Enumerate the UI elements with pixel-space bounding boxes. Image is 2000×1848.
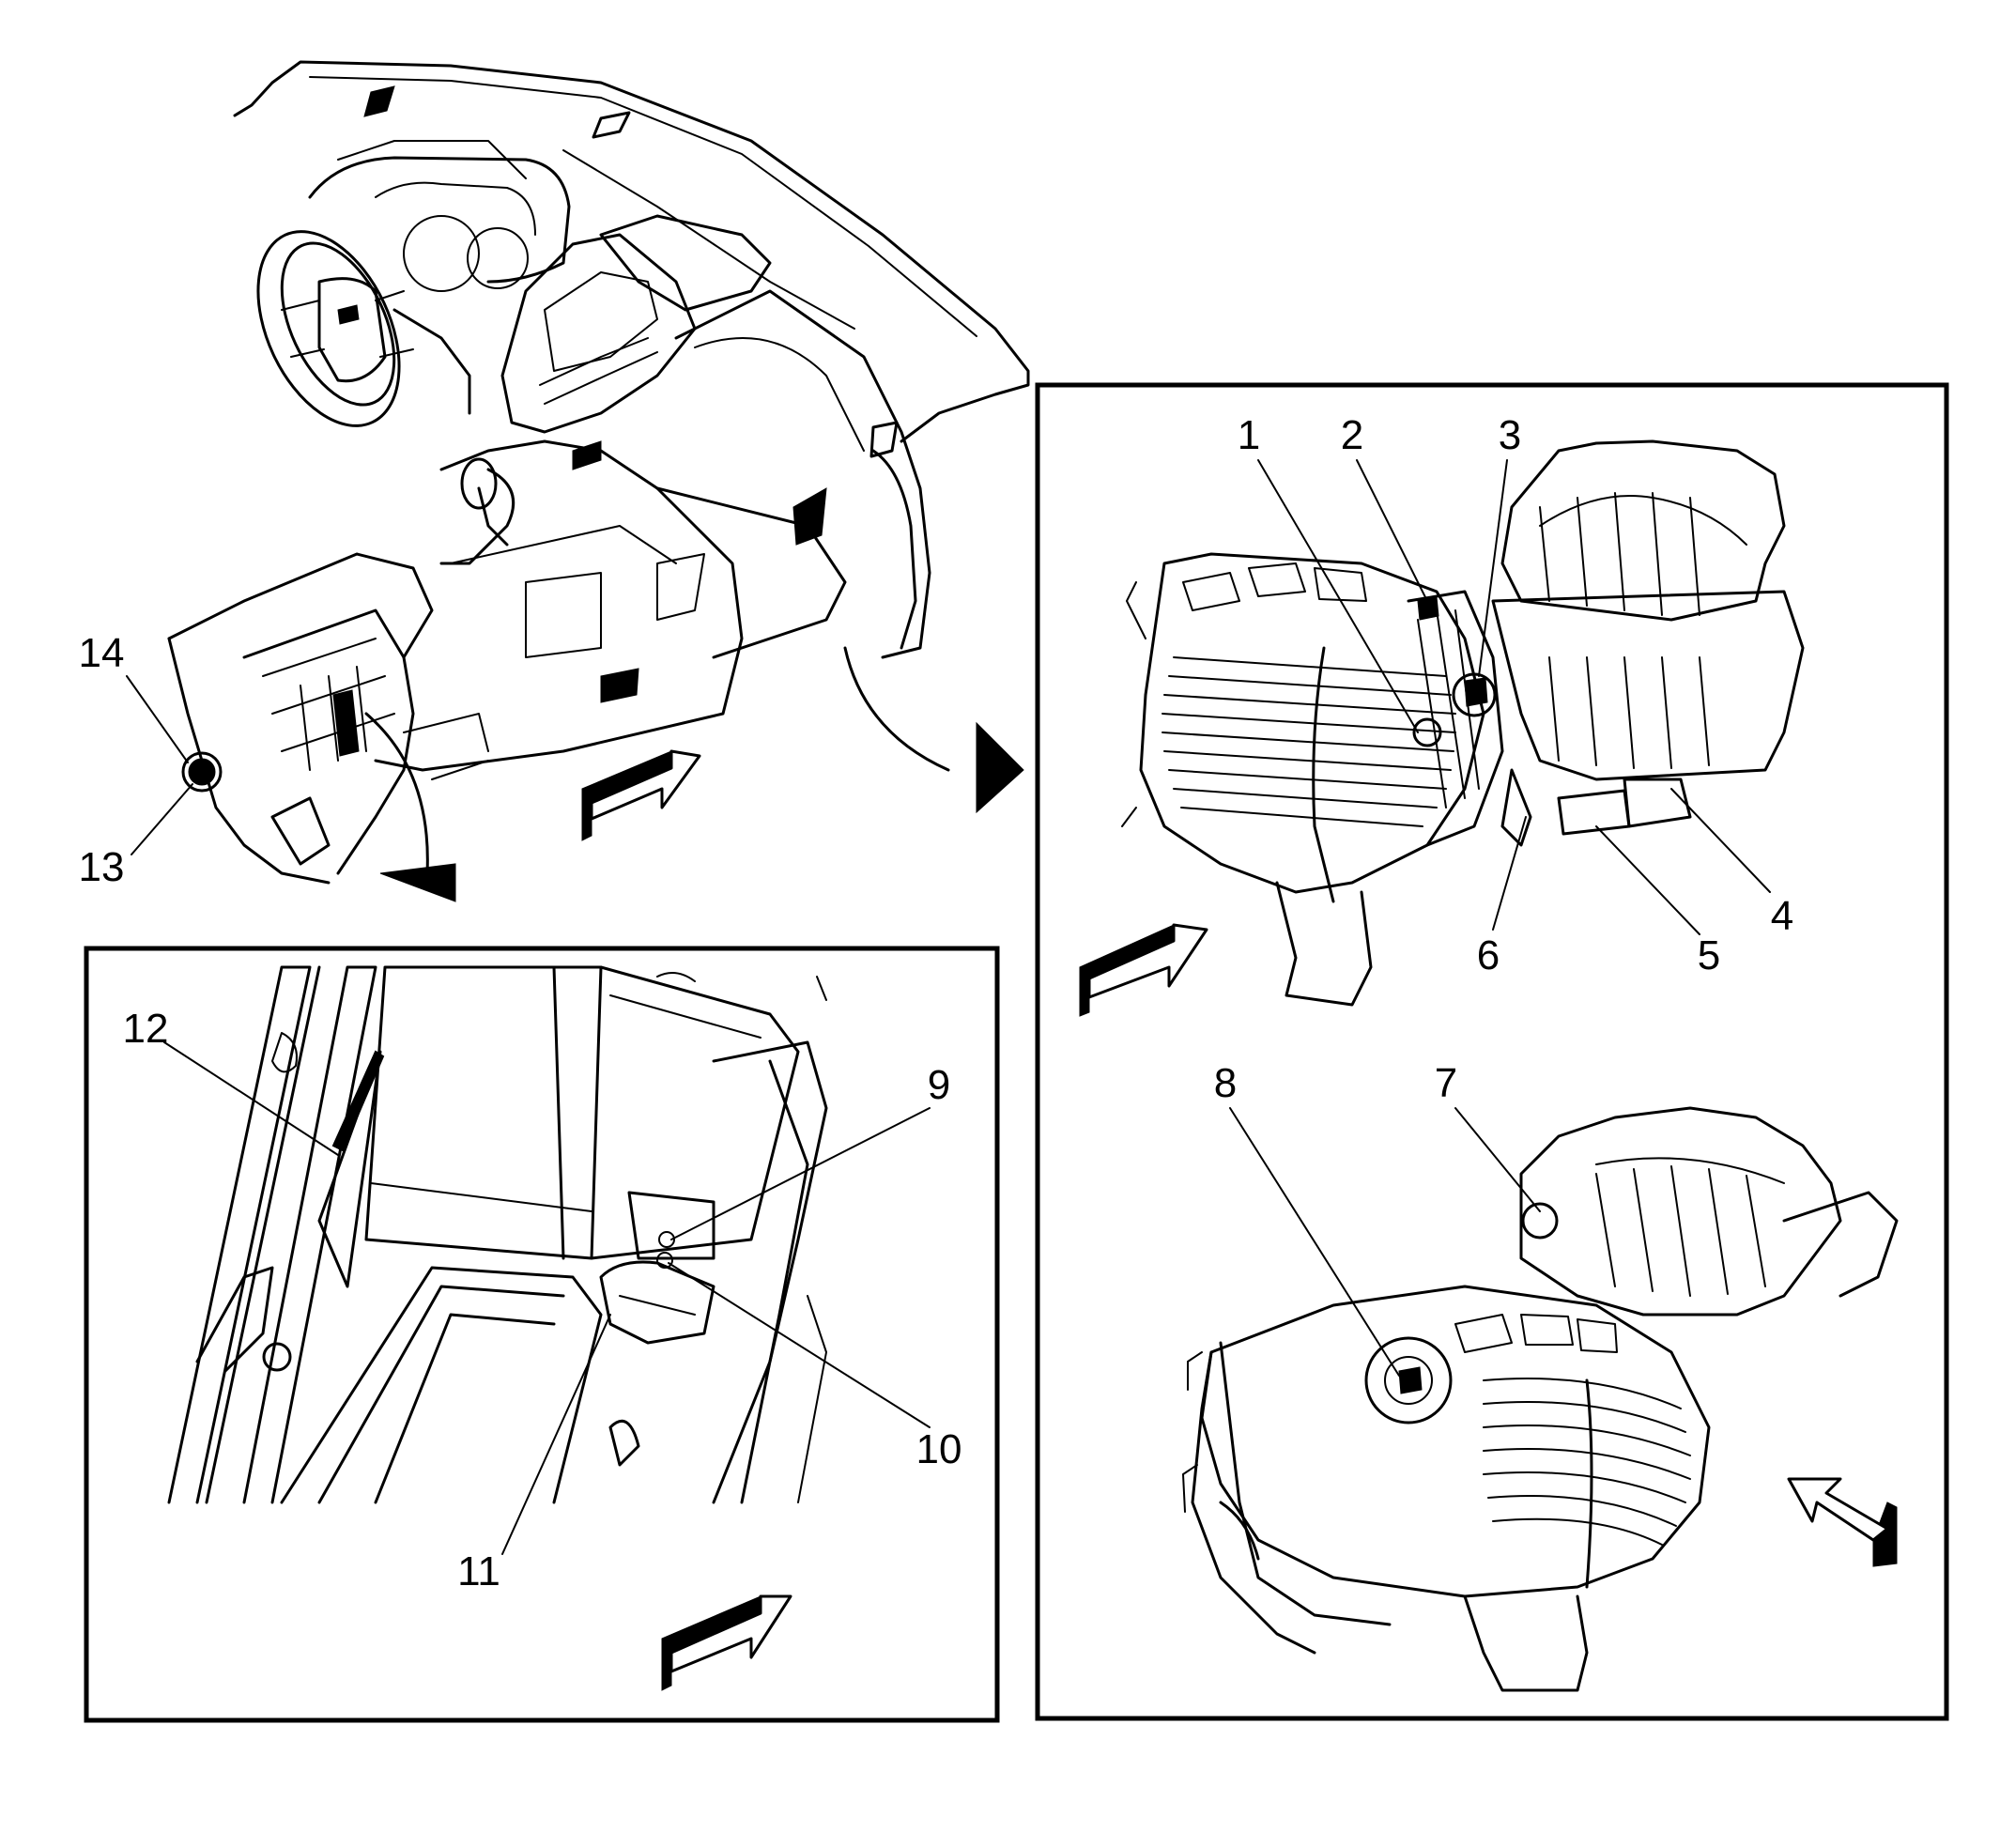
callout-7: 7 (1435, 1060, 1457, 1106)
callout-10: 10 (916, 1426, 962, 1472)
hvac-module-lower-view (1182, 1106, 1899, 1692)
callout-2: 2 (1341, 412, 1363, 458)
hvac-module-frame (1035, 382, 1949, 1721)
hvac-module-upper-view (1121, 439, 1805, 1007)
callout-4: 4 (1771, 893, 1793, 939)
instrument-panel-illustration (167, 60, 1030, 885)
callout-6: 6 (1477, 932, 1500, 978)
callout-3: 3 (1499, 412, 1521, 458)
leader-lines (126, 459, 1771, 1555)
view-direction-arrow-main (581, 749, 701, 841)
callout-11: 11 (457, 1548, 500, 1594)
callout-14: 14 (79, 630, 125, 676)
pointer-arrow-to-console-detail (364, 712, 456, 902)
pointer-arrow-to-hvac (843, 646, 1024, 814)
callout-8: 8 (1214, 1060, 1237, 1106)
callout-9: 9 (928, 1062, 950, 1108)
view-direction-arrow-detail (661, 1594, 792, 1691)
callout-5: 5 (1698, 932, 1720, 978)
view-direction-arrow-lower-module (1787, 1477, 1898, 1567)
console-detail-frame (84, 946, 1000, 1723)
callout-1: 1 (1238, 412, 1260, 458)
callout-12: 12 (123, 1006, 169, 1052)
console-detail-illustration (167, 965, 828, 1504)
view-direction-arrow-upper-module (1079, 923, 1208, 1017)
callout-13: 13 (79, 844, 125, 890)
